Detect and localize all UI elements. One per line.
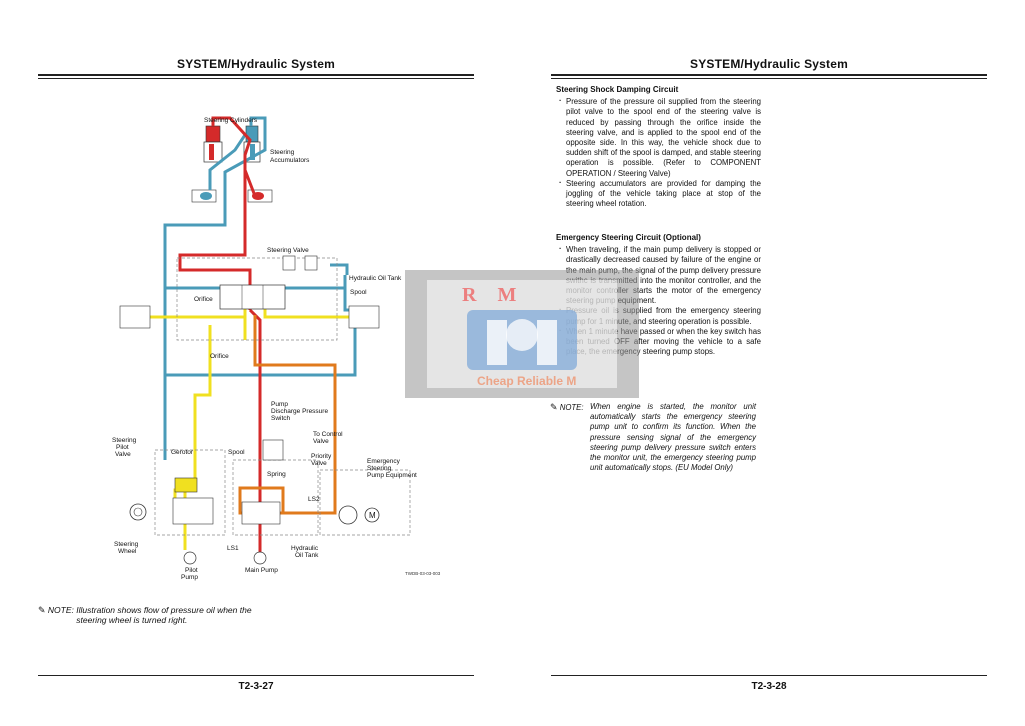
- left-page: SYSTEM/Hydraulic System: [0, 0, 512, 726]
- label-emergency-1: Emergency: [367, 458, 401, 465]
- right-side-valve: [348, 305, 380, 329]
- left-note: ✎ NOTE: Illustration shows flow of press…: [38, 605, 298, 625]
- label-ls2: LS2: [308, 496, 320, 503]
- label-hyd-tank-2: Oil Tank: [295, 552, 319, 559]
- note-text: When engine is started, the monitor unit…: [590, 402, 756, 473]
- label-spool-top: Spool: [350, 289, 367, 296]
- watermark: R M Cheap Reliable M: [405, 270, 639, 398]
- section-title: Steering Shock Damping Circuit: [556, 85, 679, 94]
- label-pump-discharge-2: Discharge Pressure: [271, 408, 328, 415]
- label-wheel-1: Steering: [114, 541, 139, 548]
- label-accumulators-1: Steering: [270, 149, 295, 156]
- footer-rule: [38, 675, 474, 676]
- footer-rule: [551, 675, 987, 676]
- label-spool-bottom: Spool: [228, 449, 245, 456]
- steering-valve-box: [176, 257, 338, 341]
- label-pilot-valve-2: Pilot: [116, 444, 129, 451]
- header-rule: [551, 74, 987, 76]
- steering-accumulators: [191, 189, 273, 203]
- label-priority-1: Priority: [311, 453, 332, 460]
- header-rule-thin: [551, 78, 987, 79]
- page-number: T2-3-27: [238, 681, 274, 692]
- motor-symbol: M: [369, 511, 376, 520]
- label-pump-discharge-1: Pump: [271, 401, 288, 408]
- label-ls1: LS1: [227, 545, 239, 552]
- header-rule: [38, 74, 474, 76]
- pencil-icon: ✎: [38, 605, 46, 615]
- section-shock-damping: Steering Shock Damping Circuit Pressure …: [556, 85, 761, 209]
- label-wheel-2: Wheel: [118, 548, 137, 555]
- hydraulic-diagram: M Steering Cylinders Steering Accumulato…: [112, 116, 441, 581]
- note-label: NOTE:: [559, 403, 584, 412]
- label-to-control-2: Valve: [313, 438, 329, 445]
- figure-code: TWDB-03-03-003: [405, 571, 441, 576]
- label-spring: Spring: [267, 471, 286, 478]
- note-text: Illustration shows flow of pressure oil …: [76, 605, 252, 625]
- emergency-pump-box: [319, 469, 411, 536]
- list-item: Pressure of the pressure oil supplied fr…: [556, 96, 761, 179]
- label-gerotor: Gerotor: [171, 449, 194, 456]
- label-orifice-bottom: Orifice: [210, 353, 229, 360]
- watermark-caption: Cheap Reliable M: [477, 374, 577, 388]
- watermark-panel: R M Cheap Reliable M: [427, 280, 617, 388]
- wrench-logo-icon: [467, 310, 577, 370]
- label-pilot-valve-1: Steering: [112, 437, 137, 444]
- label-pump-discharge-3: Switch: [271, 415, 291, 422]
- bullet-list: Pressure of the pressure oil supplied fr…: [556, 96, 761, 210]
- main-pump-icon: [253, 551, 267, 565]
- label-pilot-valve-3: Valve: [115, 451, 131, 458]
- label-priority-2: Valve: [311, 460, 327, 467]
- label-hydraulic-oil-tank: Hydraulic Oil Tank: [349, 275, 402, 282]
- pilot-valve-box: [154, 449, 226, 536]
- steering-wheel-icon: [129, 503, 147, 521]
- page-number: T2-3-28: [751, 681, 787, 692]
- steering-valve-spool: [219, 284, 286, 310]
- label-orifice-top: Orifice: [194, 296, 213, 303]
- label-main-pump: Main Pump: [245, 567, 278, 574]
- label-emergency-2: Steering: [367, 465, 392, 472]
- pilot-pump-icon: [183, 551, 197, 565]
- label-pilot-pump-1: Pilot: [185, 567, 198, 574]
- header-rule-thin: [38, 78, 474, 79]
- left-side-valve: [119, 305, 151, 329]
- label-emergency-3: Pump Equipment: [367, 472, 417, 479]
- watermark-letters: R M: [462, 284, 525, 306]
- right-note: ✎ NOTE: When engine is started, the monit…: [550, 402, 760, 473]
- page-header: SYSTEM/Hydraulic System: [177, 57, 335, 71]
- note-label: NOTE:: [47, 605, 74, 615]
- label-pilot-pump-2: Pump: [181, 574, 198, 581]
- label-steering-cylinders: Steering Cylinders: [204, 117, 258, 124]
- section-title: Emergency Steering Circuit (Optional): [556, 233, 701, 242]
- label-accumulators-2: Accumulators: [270, 157, 310, 164]
- label-to-control-1: To Control: [313, 431, 343, 438]
- label-hyd-tank-1: Hydraulic: [291, 545, 319, 552]
- label-steering-valve: Steering Valve: [267, 247, 309, 254]
- page-header: SYSTEM/Hydraulic System: [690, 57, 848, 71]
- list-item: Steering accumulators are provided for d…: [556, 178, 761, 210]
- steering-cylinders: [203, 125, 261, 163]
- pencil-icon: ✎: [550, 402, 558, 412]
